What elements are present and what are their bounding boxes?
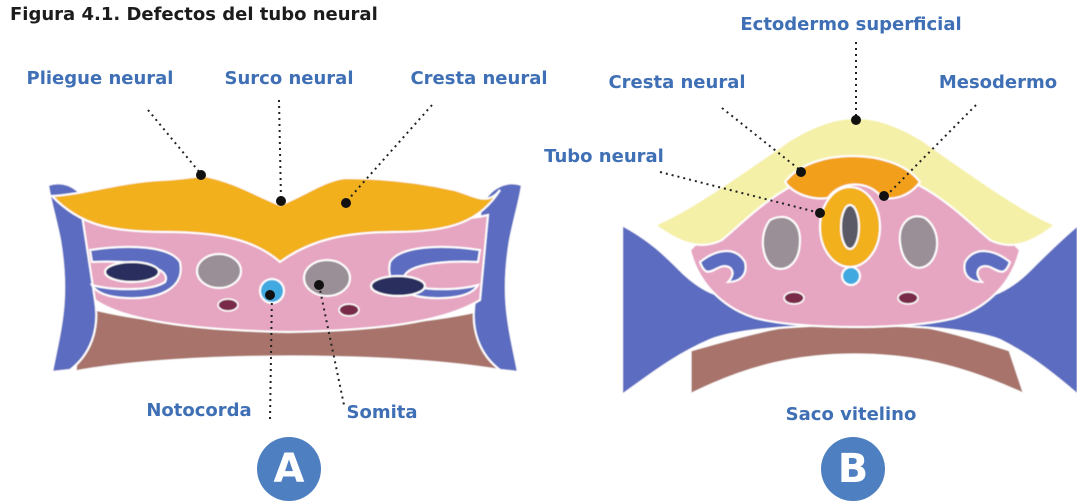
- aorta-left-a: [218, 299, 238, 311]
- somite-right-a: [304, 260, 350, 296]
- label-cresta-neural-a: Cresta neural: [410, 68, 547, 89]
- label-pliegue-neural: Pliegue neural: [27, 68, 174, 89]
- aorta-right-b: [898, 292, 918, 304]
- aorta-left-b: [784, 292, 804, 304]
- coelom-left-a: [105, 262, 159, 282]
- label-surco-neural: Surco neural: [225, 68, 354, 89]
- figure-title: Figura 4.1. Defectos del tubo neural: [10, 4, 378, 25]
- label-saco-vitelino: Saco vitelino: [786, 404, 917, 425]
- aorta-right-a: [339, 304, 359, 316]
- panel-a-badge: A: [257, 437, 321, 501]
- coelom-right-a: [371, 276, 425, 296]
- somite-left-a: [197, 254, 241, 288]
- label-cresta-neural-b: Cresta neural: [608, 72, 745, 93]
- notochord-b: [842, 267, 860, 285]
- somite-right-b: [900, 216, 937, 267]
- panel-b-badge: B: [821, 437, 885, 501]
- embryo-cross-section-a: [48, 176, 522, 372]
- label-notocorda: Notocorda: [146, 400, 251, 421]
- label-tubo-neural: Tubo neural: [544, 146, 664, 167]
- neural-canal-b: [841, 205, 859, 249]
- label-somita: Somita: [346, 402, 417, 423]
- label-ectodermo-superficial: Ectodermo superficial: [740, 14, 961, 35]
- somite-left-b: [763, 217, 800, 269]
- label-mesodermo: Mesodermo: [939, 72, 1057, 93]
- embryo-cross-section-b: [622, 118, 1077, 395]
